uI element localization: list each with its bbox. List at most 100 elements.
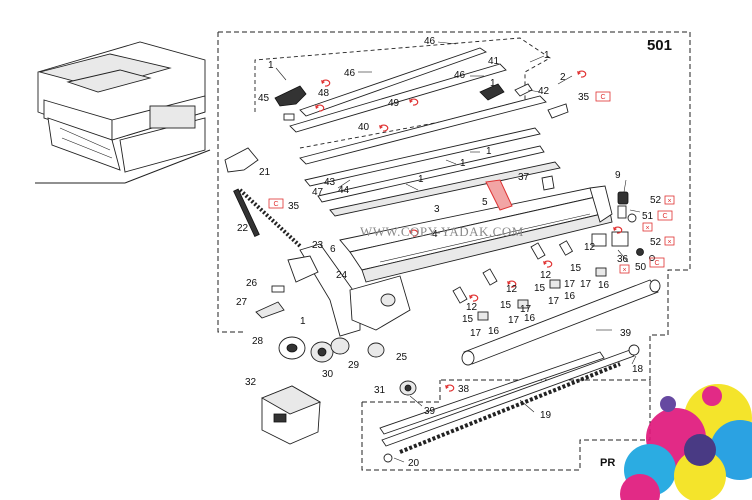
callout-12: 12	[584, 242, 596, 253]
callout-23: 23	[312, 240, 324, 251]
svg-text:×: ×	[667, 198, 671, 205]
lower-roller-shaft	[379, 344, 640, 463]
svg-text:C: C	[600, 94, 605, 101]
callout-12: 12	[540, 270, 552, 281]
callout-25: 25	[396, 352, 408, 363]
callout-18: 18	[632, 364, 644, 375]
svg-text:×: ×	[645, 225, 649, 232]
callout-35: 35	[288, 201, 300, 212]
copier-overview-thumbnail	[35, 41, 211, 184]
callout-2: 2	[560, 72, 566, 83]
part-5-highlight	[485, 179, 513, 211]
callout-5: 5	[482, 197, 488, 208]
callout-3: 3	[434, 204, 440, 215]
callout-1: 1	[490, 78, 496, 89]
callout-31: 31	[374, 385, 386, 396]
callout-46: 46	[454, 70, 466, 81]
c-code-boxes: C C C C	[268, 91, 673, 268]
callout-15: 15	[500, 300, 512, 311]
upper-left-bracket	[274, 85, 307, 121]
callout-41: 41	[488, 56, 500, 67]
callout-37: 37	[518, 172, 530, 183]
corner-text: PR	[600, 457, 615, 469]
right-side-hardware	[591, 191, 655, 261]
upper-rails	[289, 47, 561, 217]
callout-28: 28	[252, 336, 264, 347]
callout-48: 48	[318, 88, 330, 99]
callout-39: 39	[424, 406, 436, 417]
leader-lines	[275, 41, 641, 463]
callout-32: 32	[245, 377, 257, 388]
callout-17: 17	[548, 296, 560, 307]
callout-35: 35	[578, 92, 590, 103]
callout-17: 17	[520, 304, 532, 315]
callout-15: 15	[570, 263, 582, 274]
callout-6: 6	[330, 244, 336, 255]
upper-right-bracket	[479, 83, 569, 119]
callout-20: 20	[408, 458, 420, 469]
color-circles-logo	[620, 384, 752, 500]
callout-4: 4	[432, 229, 438, 240]
callout-16: 16	[564, 291, 576, 302]
callout-40: 40	[358, 122, 370, 133]
callout-49: 49	[388, 98, 400, 109]
callout-51: 51	[642, 211, 654, 222]
lower-boundary	[362, 380, 441, 403]
callout-29: 29	[348, 360, 360, 371]
callout-16: 16	[488, 326, 500, 337]
assembly-boundary	[218, 31, 691, 381]
callout-45: 45	[258, 93, 270, 104]
bracket-row	[452, 240, 607, 321]
callout-17: 17	[564, 279, 576, 290]
callout-46: 46	[344, 68, 356, 79]
callout-22: 22	[237, 223, 249, 234]
left-side-frame	[224, 147, 361, 337]
upper-roller	[461, 279, 661, 366]
callout-21: 21	[259, 167, 271, 178]
watermark: WWW.COPY-YADAK.COM	[360, 224, 524, 239]
callout-16: 16	[524, 313, 536, 324]
part-37-bracket	[541, 175, 555, 191]
motor-unit	[260, 385, 322, 445]
main-frame	[339, 185, 613, 283]
callout-36: 36	[617, 254, 629, 265]
callout-15: 15	[462, 314, 474, 325]
callout-15: 15	[534, 283, 546, 294]
callout-24: 24	[336, 270, 348, 281]
callout-44: 44	[338, 185, 350, 196]
callout-1: 1	[268, 60, 274, 71]
callout-47: 47	[312, 187, 324, 198]
callout-12: 12	[506, 284, 518, 295]
section-number: 501	[647, 37, 672, 54]
callout-39: 39	[620, 328, 632, 339]
callout-19: 19	[540, 410, 552, 421]
callout-1: 1	[460, 158, 466, 169]
callout-9: 9	[615, 170, 621, 181]
callout-17: 17	[580, 279, 592, 290]
callout-30: 30	[322, 369, 334, 380]
callout-17: 17	[508, 315, 520, 326]
drive-gears	[278, 275, 411, 363]
x-code-boxes: × × × ×	[619, 195, 675, 274]
callout-16: 16	[598, 280, 610, 291]
svg-text:×: ×	[622, 267, 626, 274]
callout-26: 26	[246, 278, 258, 289]
callout-1: 1	[418, 174, 424, 185]
callout-38: 38	[458, 384, 470, 395]
callout-1: 1	[544, 50, 550, 61]
svg-text:C: C	[662, 213, 667, 220]
callout-52: 52	[650, 237, 662, 248]
callout-1: 1	[486, 146, 492, 157]
svg-text:C: C	[273, 201, 278, 208]
callout-50: 50	[635, 262, 647, 273]
callout-12: 12	[466, 302, 478, 313]
callout-27: 27	[236, 297, 248, 308]
svg-text:×: ×	[667, 239, 671, 246]
callout-numbers: 1 45 48 46 46 46 49 41 1 1 2 42 35 40 1 …	[236, 36, 662, 469]
gear-31	[399, 380, 417, 396]
callout-43: 43	[324, 177, 336, 188]
callout-1: 1	[300, 316, 306, 327]
callout-46: 46	[424, 36, 436, 47]
svg-text:C: C	[654, 260, 659, 267]
